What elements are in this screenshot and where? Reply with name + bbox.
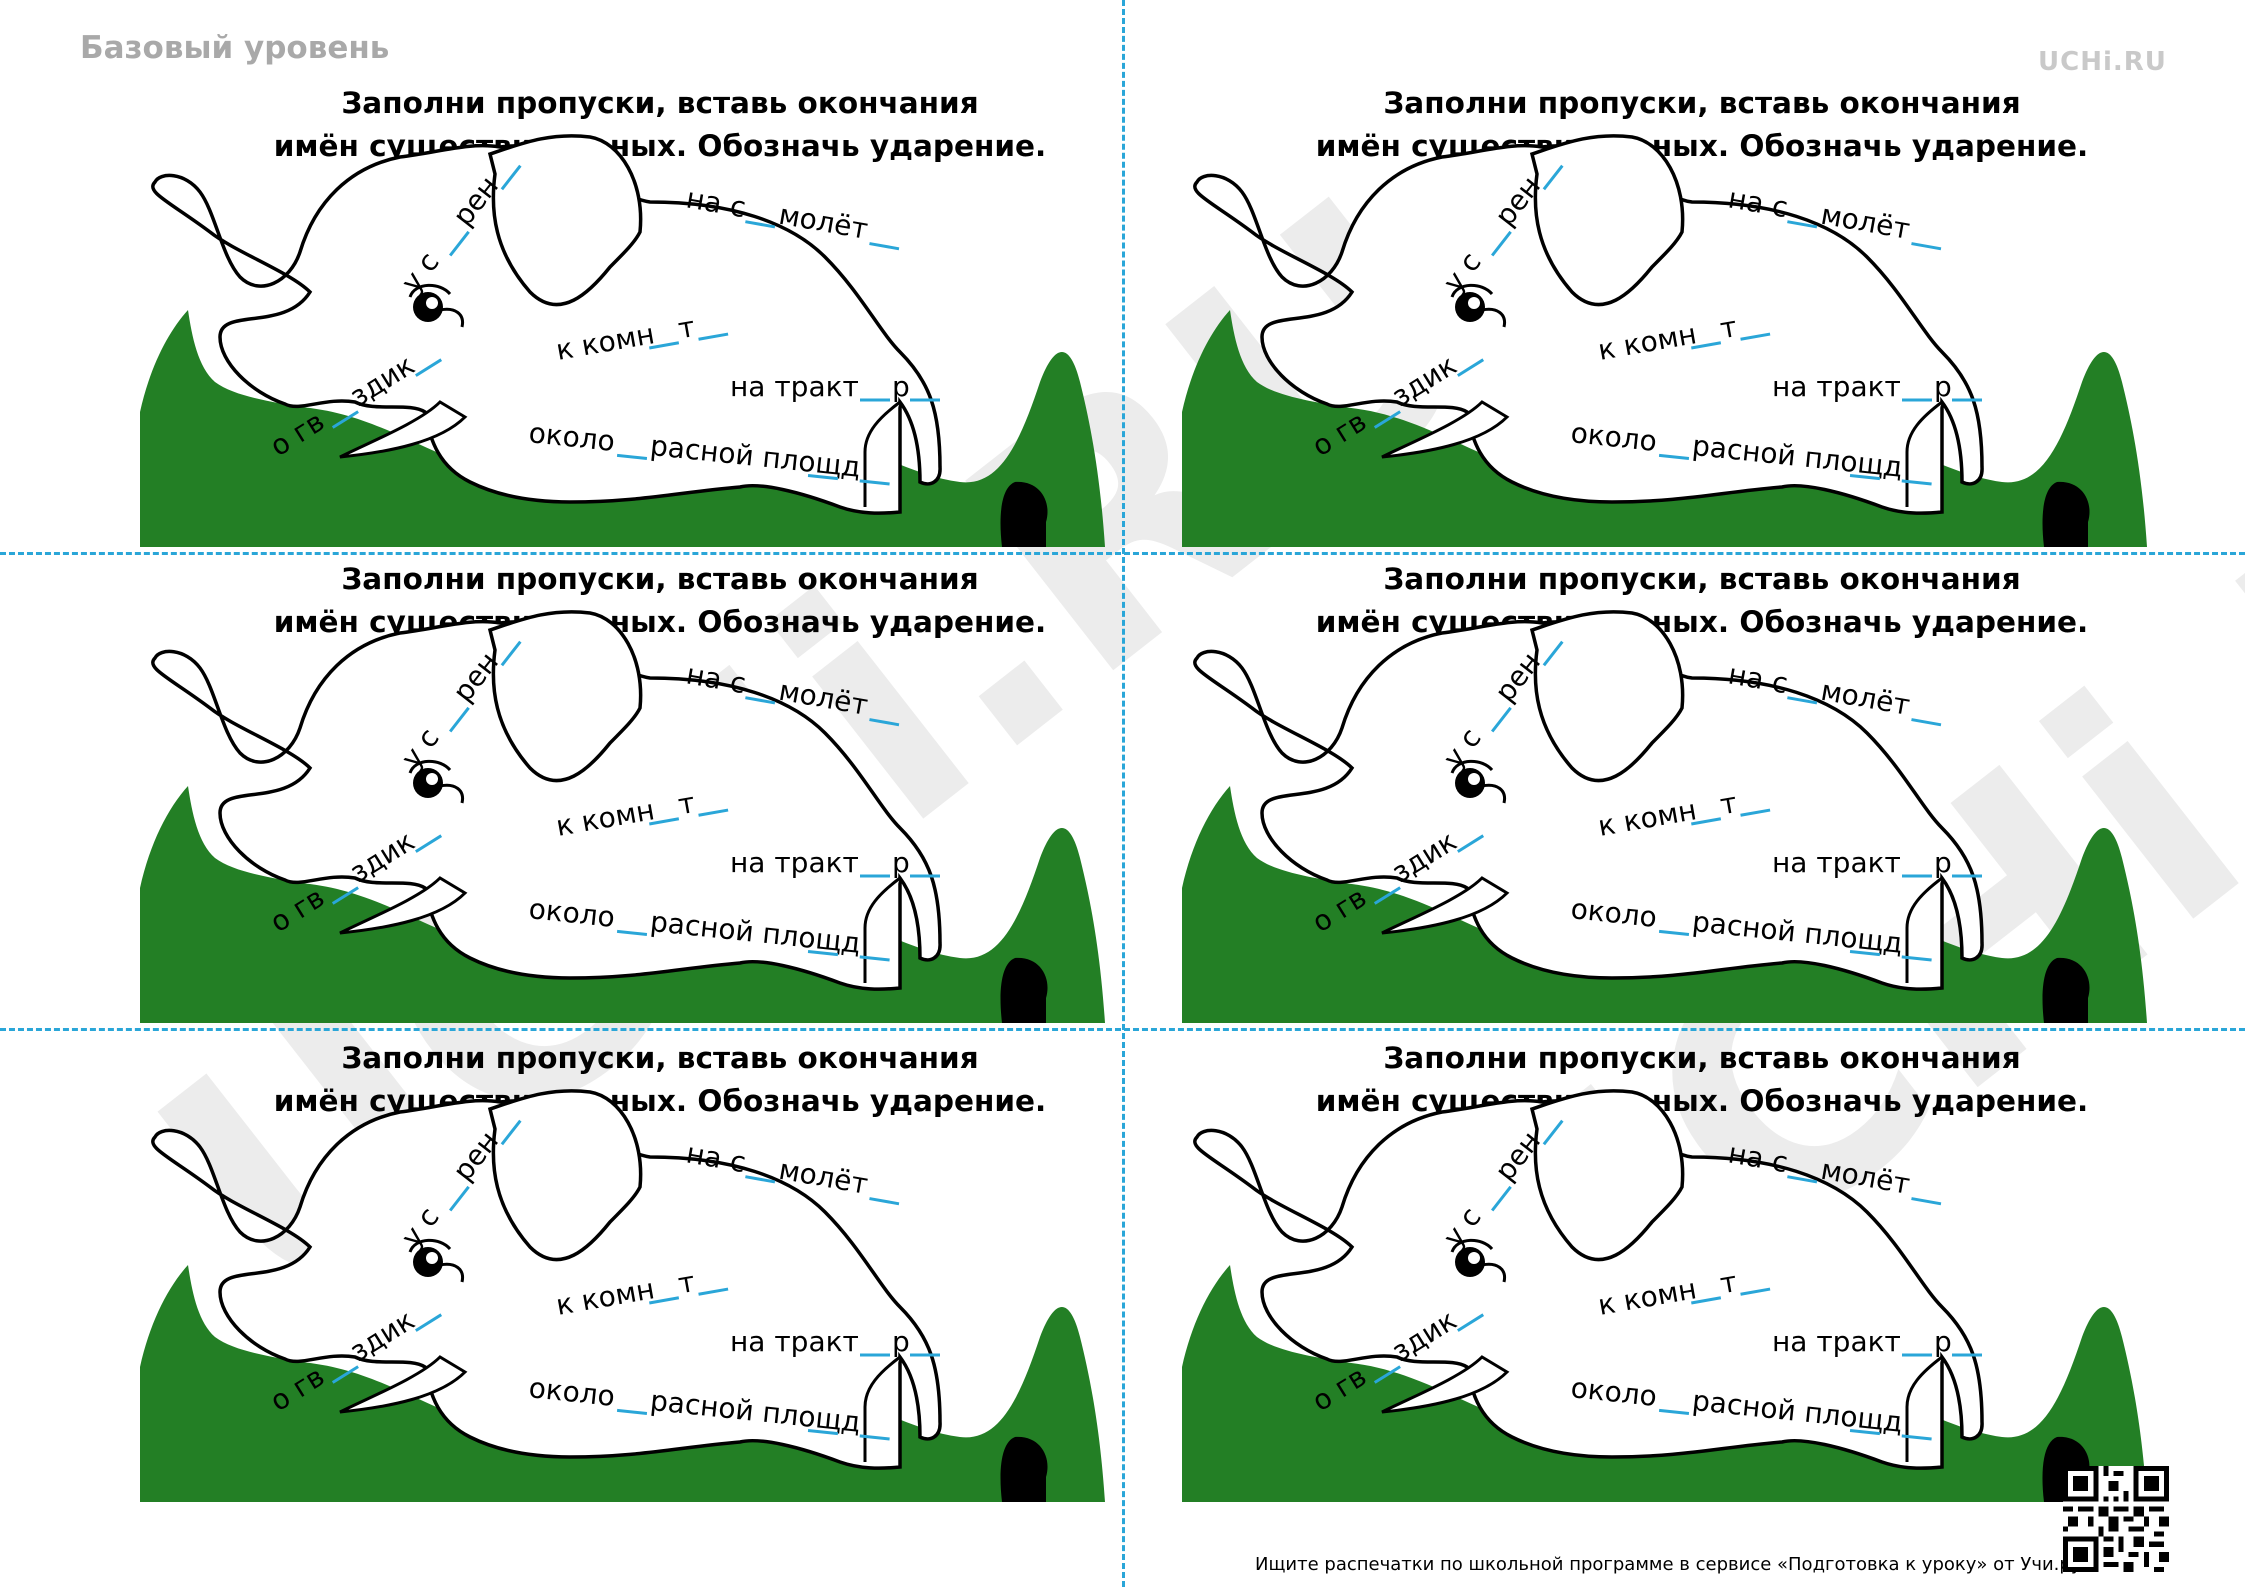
- elephant-illustration: у с рен на с молёт к комн т на тракт р: [1182, 1089, 2147, 1502]
- vertical-cut-line: [1122, 0, 1125, 1587]
- elephant-body: [1193, 143, 1984, 515]
- word-3-end: т: [676, 786, 698, 821]
- tusk: [1381, 400, 1510, 459]
- word-3-end: т: [1718, 310, 1740, 345]
- eyebrow: [408, 1238, 452, 1253]
- title-line-1: Заполни пропуски, вставь окончания: [1383, 562, 2021, 596]
- elephant-body: [151, 619, 942, 991]
- card-title: Заполни пропуски, вставь окончания имён …: [140, 558, 1180, 644]
- word-6-end: д: [840, 925, 863, 960]
- word-4-end: р: [892, 1325, 910, 1358]
- elephant-body: [151, 143, 942, 515]
- word-4-end: р: [892, 370, 910, 403]
- level-label: Базовый уровень: [80, 30, 390, 66]
- title-line-1: Заполни пропуски, вставь окончания: [341, 562, 979, 596]
- footer-note: Ищите распечатки по школьной программе в…: [1255, 1554, 2088, 1575]
- word-3-end: т: [676, 310, 698, 345]
- eyebrow: [408, 759, 452, 774]
- ear: [1529, 134, 1685, 307]
- word-4: на тракт: [1772, 846, 1901, 879]
- leg: [1905, 400, 1943, 507]
- tail: [1000, 957, 1048, 1023]
- title-line-1: Заполни пропуски, вставь окончания: [341, 86, 979, 120]
- elephant-illustration: у с рен на с молёт к комн т на тракт р: [1182, 610, 2147, 1023]
- card-3: Заполни пропуски, вставь окончания имён …: [140, 558, 1180, 1028]
- elephant-illustration: у с рен на с молёт к комн т на тракт р: [1182, 134, 2147, 547]
- horizontal-cut-line: [0, 552, 2245, 555]
- leg: [863, 1355, 901, 1462]
- tusk: [339, 876, 468, 935]
- tusk: [1381, 1355, 1510, 1414]
- tusk: [1381, 876, 1510, 935]
- ear: [1529, 1089, 1685, 1262]
- tail: [1000, 481, 1048, 547]
- horizontal-cut-line: [0, 1028, 2245, 1031]
- word-4-end: р: [1934, 370, 1952, 403]
- word-4: на тракт: [730, 1325, 859, 1358]
- title-line-1: Заполни пропуски, вставь окончания: [1383, 86, 2021, 120]
- word-4-end: р: [1934, 1325, 1952, 1358]
- word-4: на тракт: [1772, 370, 1901, 403]
- eyebrow: [1450, 283, 1494, 298]
- word-3-end: т: [1718, 1265, 1740, 1300]
- word-4: на тракт: [730, 370, 859, 403]
- tusk: [339, 400, 468, 459]
- tail: [1000, 1436, 1048, 1502]
- title-line-1: Заполни пропуски, вставь окончания: [341, 1041, 979, 1075]
- leg: [863, 876, 901, 983]
- card-2: Заполни пропуски, вставь окончания имён …: [1182, 82, 2222, 552]
- elephant-illustration: у с рен на с молёт к комн т на тракт р: [140, 1089, 1105, 1502]
- word-4-end: р: [1934, 846, 1952, 879]
- qr-code: [2063, 1466, 2169, 1572]
- card-1: Заполни пропуски, вставь окончания имён …: [140, 82, 1180, 552]
- card-title: Заполни пропуски, вставь окончания имён …: [1182, 1037, 2222, 1123]
- tail: [2042, 481, 2090, 547]
- word-6-end: д: [1882, 925, 1905, 960]
- word-6-end: д: [1882, 1404, 1905, 1439]
- elephant-body: [1193, 1098, 1984, 1470]
- word-6-end: д: [840, 449, 863, 484]
- word-3-end: т: [676, 1265, 698, 1300]
- card-6: Заполни пропуски, вставь окончания имён …: [1182, 1037, 2222, 1507]
- word-6-end: д: [1882, 449, 1905, 484]
- eyebrow: [1450, 759, 1494, 774]
- eyebrow: [1450, 1238, 1494, 1253]
- eyebrow: [408, 283, 452, 298]
- leg: [863, 400, 901, 507]
- elephant-illustration: у с рен на с молёт к комн т на тракт р: [140, 610, 1105, 1023]
- word-4: на тракт: [1772, 1325, 1901, 1358]
- word-4: на тракт: [730, 846, 859, 879]
- elephant-body: [1193, 619, 1984, 991]
- ear: [487, 610, 643, 783]
- word-3-end: т: [1718, 786, 1740, 821]
- brand-logo: UCHi.RU: [2038, 47, 2167, 77]
- card-title: Заполни пропуски, вставь окончания имён …: [140, 1037, 1180, 1123]
- word-4-end: р: [892, 846, 910, 879]
- elephant-body: [151, 1098, 942, 1470]
- word-6-end: д: [840, 1404, 863, 1439]
- ear: [487, 134, 643, 307]
- title-line-1: Заполни пропуски, вставь окончания: [1383, 1041, 2021, 1075]
- card-4: Заполни пропуски, вставь окончания имён …: [1182, 558, 2222, 1028]
- tail: [2042, 957, 2090, 1023]
- tusk: [339, 1355, 468, 1414]
- ear: [487, 1089, 643, 1262]
- leg: [1905, 1355, 1943, 1462]
- elephant-illustration: у с рен на с молёт к комн т на тракт р: [140, 134, 1105, 547]
- card-5: Заполни пропуски, вставь окончания имён …: [140, 1037, 1180, 1507]
- leg: [1905, 876, 1943, 983]
- ear: [1529, 610, 1685, 783]
- card-title: Заполни пропуски, вставь окончания имён …: [1182, 82, 2222, 168]
